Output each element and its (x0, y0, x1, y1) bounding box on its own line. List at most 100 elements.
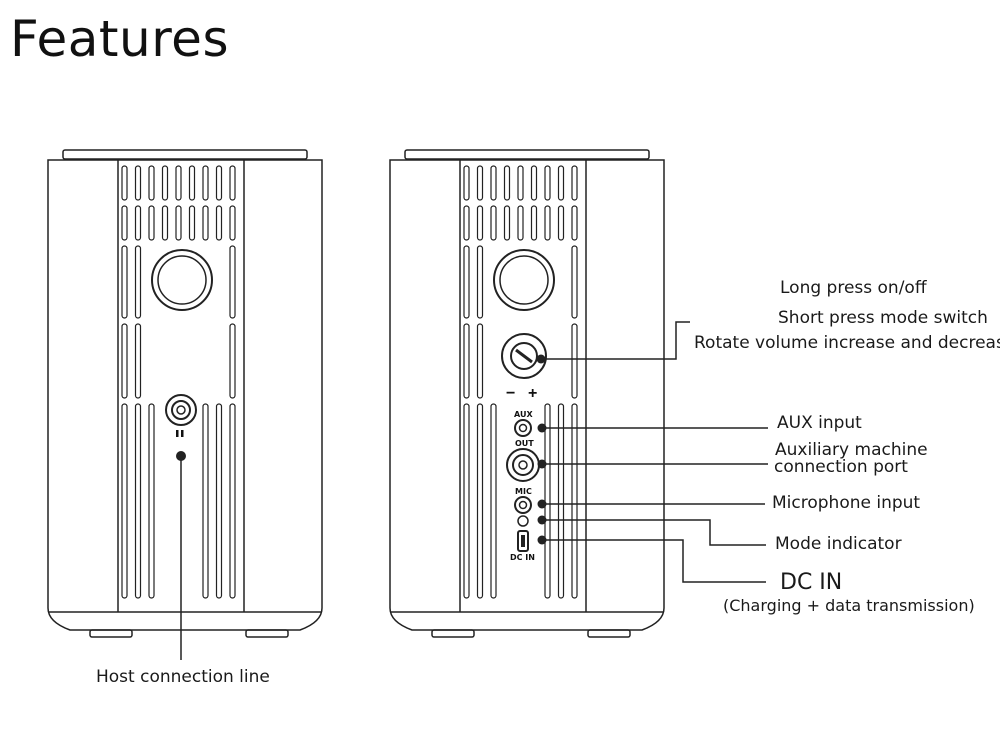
grille-slot (202, 205, 209, 241)
aux-label: AUX (514, 410, 533, 419)
grille-slot (476, 323, 484, 399)
grille-slot (544, 403, 551, 599)
callout-rotate-volume: Rotate volume increase and decrease (694, 333, 1000, 353)
grille-slot (229, 245, 236, 319)
grille-slot (134, 323, 142, 399)
left-speaker (47, 149, 323, 660)
dc-in-port (517, 530, 529, 552)
grille-slot (557, 165, 565, 201)
grille-slot (463, 245, 470, 319)
grille-slot (503, 165, 511, 201)
right-speaker-knob-ring (493, 249, 555, 311)
grille-slot (148, 403, 155, 599)
right-speaker-top-cap (404, 149, 650, 160)
right-speaker-foot (431, 629, 475, 638)
grille-slot (571, 245, 578, 319)
aux-machine-jack (506, 448, 540, 482)
volume-knob (501, 333, 547, 379)
callout-aux-input: AUX input (777, 413, 862, 433)
grille-slot (148, 205, 155, 241)
grille-slot (476, 403, 484, 599)
grille-slot (121, 323, 128, 399)
grille-slot (463, 323, 470, 399)
grille-slot (229, 165, 236, 201)
left-host-jack (165, 394, 197, 426)
grille-slot (121, 403, 128, 599)
callout-aux-machine-line1: Auxiliary machine (775, 440, 928, 460)
grille-slot (148, 165, 155, 201)
grille-slot (121, 165, 128, 201)
out-label: OUT (515, 439, 534, 448)
leader-lines (541, 321, 768, 583)
grille-slot (161, 165, 169, 201)
grille-slot (202, 403, 209, 599)
callout-dc-in: DC IN (780, 570, 843, 595)
right-speaker: − + AUX OUT MIC DC IN (389, 149, 665, 638)
aux-jack (514, 419, 532, 437)
grille-slot (134, 403, 142, 599)
grille-slot (134, 205, 142, 241)
volume-minus-label: − (506, 385, 515, 402)
grille-slot (202, 165, 209, 201)
callout-dc-in-sub: (Charging + data transmission) (723, 596, 975, 615)
page-title: Features (10, 10, 229, 68)
mode-indicator-leader (542, 519, 766, 546)
grille-slot (557, 403, 565, 599)
grille-slot (571, 165, 578, 201)
left-speaker-grille (121, 165, 236, 599)
grille-slot (229, 323, 236, 399)
grille-slot (121, 205, 128, 241)
volume-plus-label: + (528, 385, 537, 402)
grille-slot (175, 205, 182, 241)
left-speaker-top-cap (62, 149, 308, 160)
grille-slot (161, 205, 169, 241)
grille-slot (476, 205, 484, 241)
grille-slot (229, 205, 236, 241)
mic-label: MIC (515, 487, 532, 496)
grille-slot (476, 245, 484, 319)
grille-slot (175, 165, 182, 201)
grille-slot (188, 205, 196, 241)
dc-in-label: DC IN (510, 553, 535, 562)
grille-slot (530, 205, 538, 241)
left-speaker-foot (89, 629, 133, 638)
grille-slot (490, 403, 497, 599)
mode-indicator-led (517, 515, 529, 527)
grille-slot (463, 403, 470, 599)
grille-slot (517, 205, 524, 241)
callout-long-press: Long press on/off (780, 278, 927, 298)
grille-slot (530, 165, 538, 201)
grille-slot (571, 205, 578, 241)
grille-slot (557, 205, 565, 241)
grille-slot (571, 403, 578, 599)
callout-host-line: Host connection line (96, 667, 270, 687)
mic-jack (514, 496, 532, 514)
grille-slot (134, 245, 142, 319)
volume-leader (541, 321, 690, 360)
right-speaker-foot (587, 629, 631, 638)
right-speaker-grille (463, 165, 578, 599)
grille-slot (188, 165, 196, 201)
grille-slot (215, 205, 223, 241)
callout-short-press: Short press mode switch (778, 308, 988, 328)
left-speaker-knob (157, 255, 207, 305)
right-speaker-knob (499, 255, 549, 305)
grille-slot (503, 205, 511, 241)
grille-slot (134, 165, 142, 201)
grille-slot (215, 403, 223, 599)
grille-slot (544, 165, 551, 201)
left-speaker-knob-ring (151, 249, 213, 311)
grille-slot (215, 165, 223, 201)
grille-slot (490, 205, 497, 241)
grille-slot (490, 165, 497, 201)
dc-in-leader (542, 539, 766, 583)
grille-slot (463, 205, 470, 241)
grille-slot (517, 165, 524, 201)
grille-slot (571, 323, 578, 399)
callout-aux-machine-line2: connection port (774, 457, 908, 477)
grille-slot (463, 165, 470, 201)
grille-slot (121, 245, 128, 319)
grille-slot (476, 165, 484, 201)
callout-mode-indicator: Mode indicator (775, 534, 902, 554)
